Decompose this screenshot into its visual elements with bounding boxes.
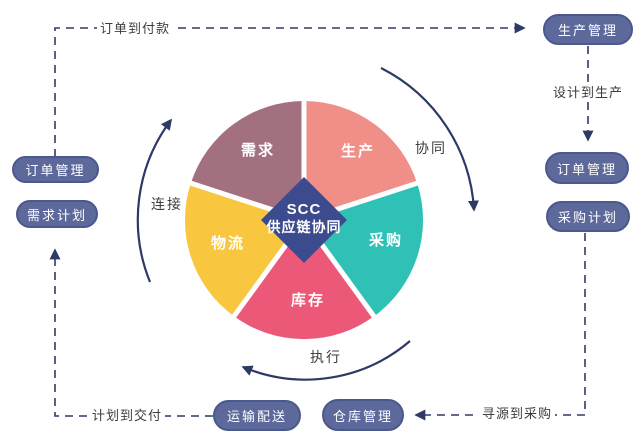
arc-label-collaborate: 协同 (415, 140, 447, 156)
center-title-acronym: SCC (287, 201, 322, 218)
arc-label-execute: 执行 (310, 349, 342, 365)
flow-label-plan-to-deliver: 计划到交付 (89, 408, 166, 423)
pie-segment-inventory (234, 220, 374, 340)
box-purchase-plan: 采购计划 (546, 201, 630, 232)
pie-label-logistics: 物流 (211, 234, 245, 252)
flow-label-order-to-pay: 订单到付款 (97, 21, 174, 36)
arc-label-connect: 连接 (151, 196, 183, 212)
center-title-name: 供应链协同 (266, 219, 342, 235)
pie-label-procurement: 采购 (368, 231, 403, 249)
flow-line-plan-to-deliver (49, 248, 213, 417)
flow-label-source-to-procure: 寻源到采购 (479, 406, 556, 421)
box-production-management: 生产管理 (543, 14, 633, 45)
execute-arc-arrow (241, 340, 411, 381)
pie-label-production: 生产 (341, 142, 375, 160)
flow-label-design-to-production: 设计到生产 (550, 85, 627, 100)
flow-line-order-to-pay (54, 22, 526, 157)
box-demand-plan: 需求计划 (16, 200, 98, 228)
box-transport-delivery: 运输配送 (213, 400, 301, 431)
pie-label-demand: 需求 (241, 141, 275, 159)
collaborate-arc-arrow (380, 67, 479, 212)
box-order-management-right: 订单管理 (545, 152, 629, 184)
center-diamond (261, 177, 347, 263)
box-warehouse-management: 仓库管理 (322, 399, 404, 431)
box-order-management-left: 订单管理 (12, 156, 99, 183)
pie-label-inventory: 库存 (291, 291, 325, 309)
flow-line-source-to-procure (414, 233, 586, 421)
connect-arc-arrow (136, 118, 172, 283)
